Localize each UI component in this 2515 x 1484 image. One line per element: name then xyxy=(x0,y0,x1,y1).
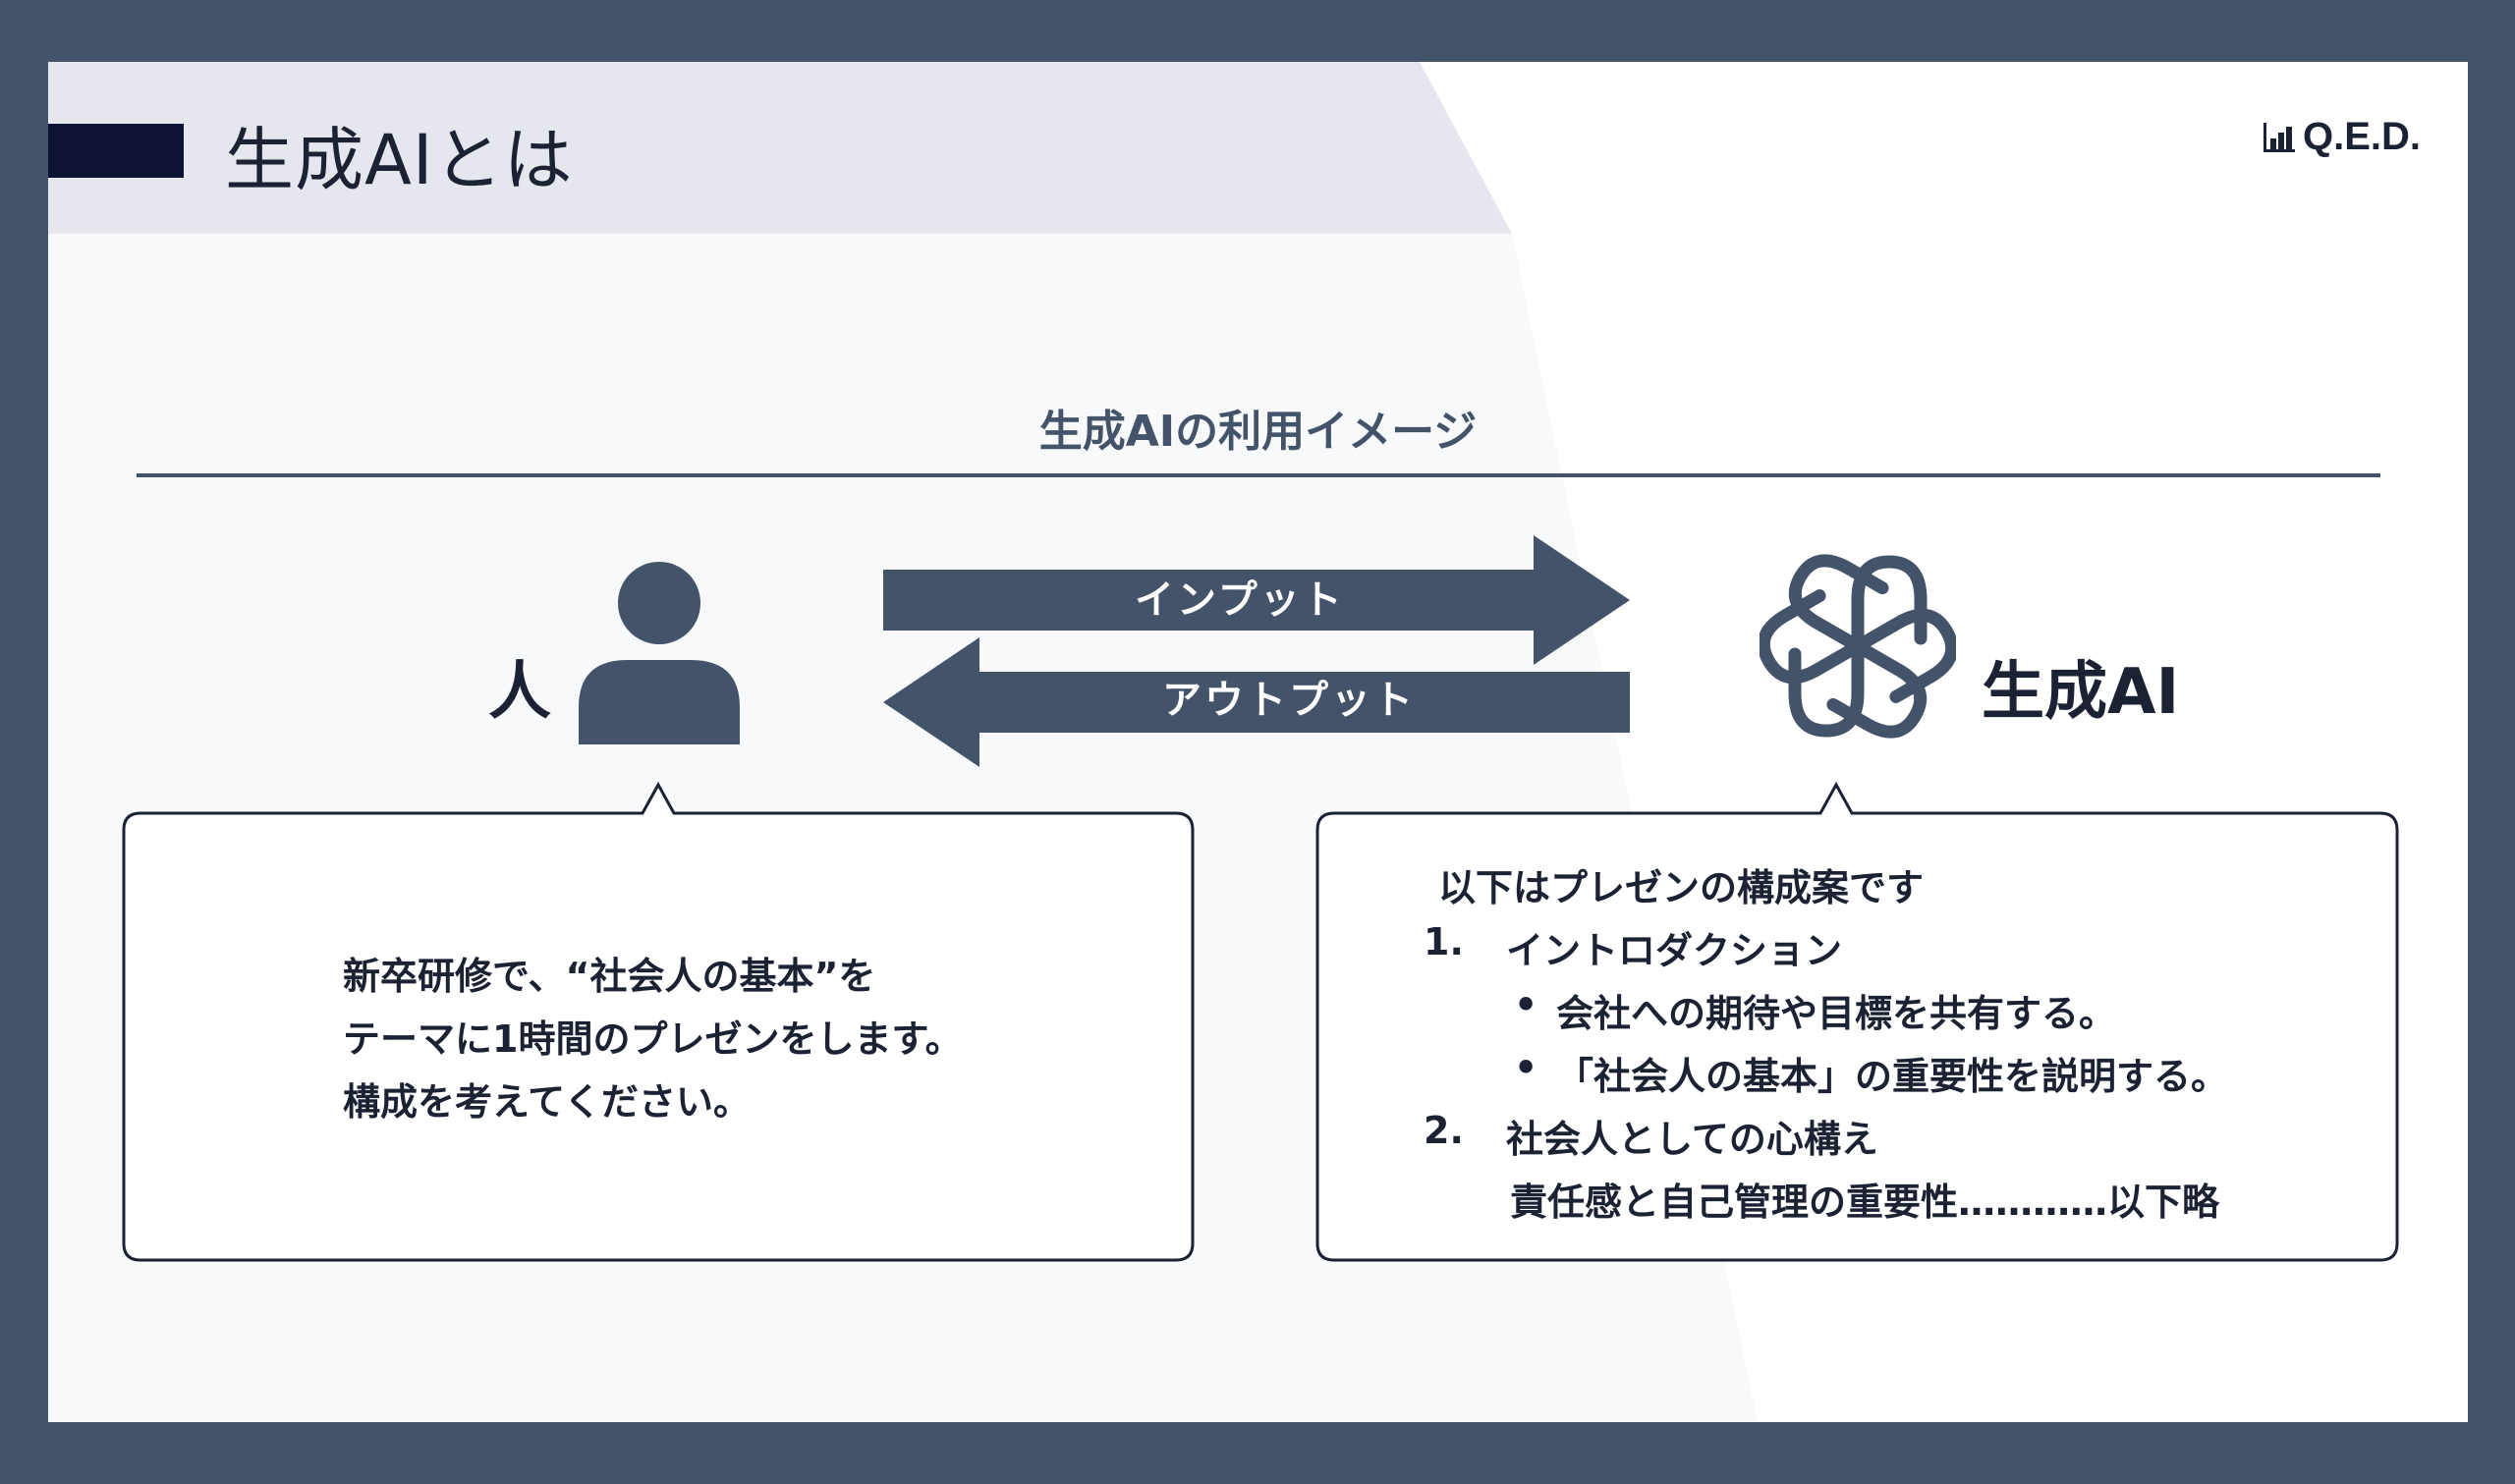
output-arrow xyxy=(883,637,1630,767)
output-arrow-label: アウトプット xyxy=(1162,678,1416,723)
item2-title: 社会人としての心構え xyxy=(1506,1118,1878,1161)
bullet-icon: • xyxy=(1514,983,1538,1026)
item2-number: 2. xyxy=(1424,1109,1464,1152)
item1-title: イントロダクション xyxy=(1506,929,1843,972)
prompt-line: 構成を考えてください。 xyxy=(343,1080,751,1124)
item2-detail: 責任感と自己管理の重要性…………以下略 xyxy=(1510,1181,2220,1224)
user-icon xyxy=(579,562,740,744)
item1-bullet: 「社会人の基本」の重要性を説明する。 xyxy=(1556,1055,2229,1098)
prompt-line: テーマに1時間のプレゼンをします。 xyxy=(343,1017,963,1061)
prompt-line: 新卒研修で、“社会人の基本”を xyxy=(343,955,876,998)
response-intro: 以下はプレゼンの構成案です xyxy=(1438,866,1925,909)
title-accent-bar xyxy=(48,124,184,178)
exchange-arrows xyxy=(883,535,1630,767)
input-arrow-label: インプット xyxy=(1135,577,1345,623)
section-divider xyxy=(137,473,2380,477)
section-title: 生成AIの利用イメージ xyxy=(1038,407,1478,457)
company-logo: Q.E.D. xyxy=(2262,109,2421,164)
prompt-bubble-outline xyxy=(122,781,1195,1262)
bullet-icon: • xyxy=(1514,1046,1538,1089)
bar-chart-icon xyxy=(2264,123,2295,152)
openai-logo-icon xyxy=(1760,548,1956,744)
input-arrow xyxy=(883,535,1630,665)
person-label: 人 xyxy=(488,656,551,729)
title-band xyxy=(48,62,1512,234)
logo-text: Q.E.D. xyxy=(2303,114,2422,158)
page-title: 生成AIとは xyxy=(225,120,574,200)
speech-bubbles xyxy=(122,781,2399,1262)
item1-number: 1. xyxy=(1424,920,1464,963)
ai-label: 生成AI xyxy=(1982,656,2180,729)
response-bubble-outline xyxy=(1315,781,2399,1262)
slide: 生成AIとは Q.E.D. 生成AIの利用イメージ 人 インプット アウトプット xyxy=(48,62,2468,1422)
item1-bullet: 会社への期待や目標を共有する。 xyxy=(1556,992,2117,1035)
